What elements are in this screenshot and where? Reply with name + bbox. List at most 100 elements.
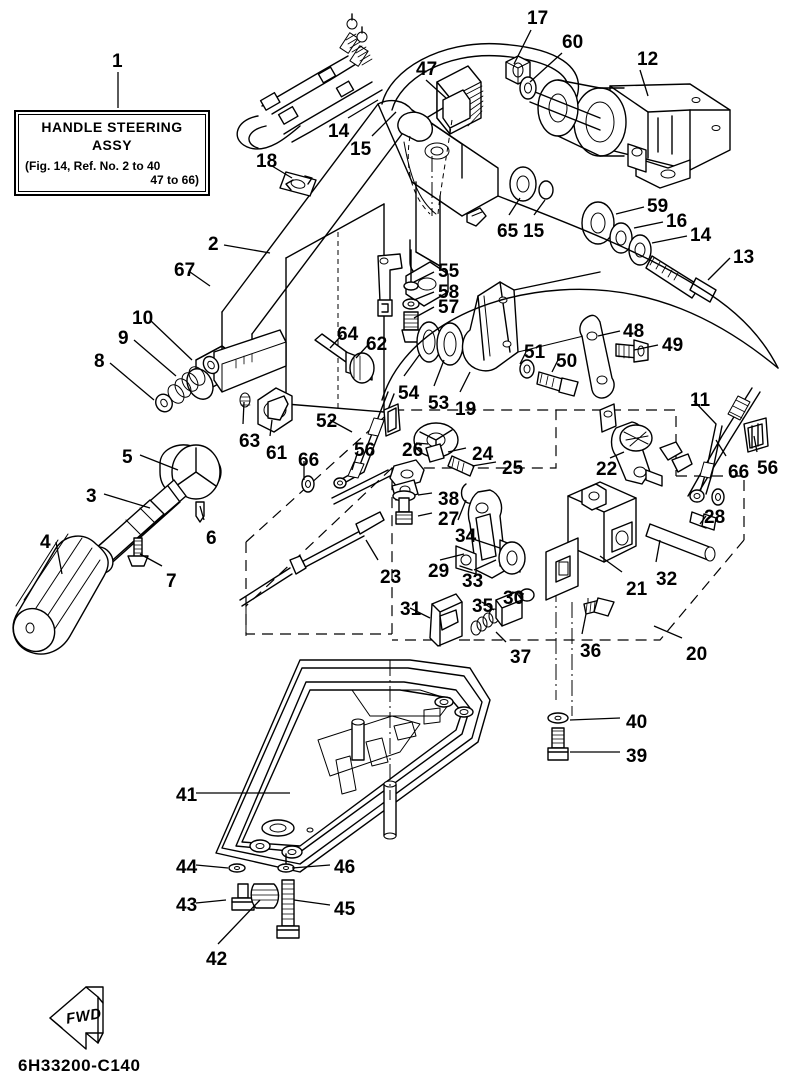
leader-line-56b [753,435,758,453]
callout-21: 21 [626,579,648,600]
callout-57: 57 [438,297,460,318]
leader-line-65 [508,197,521,216]
leader-line-10 [149,319,193,361]
leader-line-44 [195,864,229,869]
pin-62-64 [314,333,375,384]
part-18-plate [279,171,317,197]
leader-line-27 [417,512,433,517]
leader-line-63 [242,401,245,425]
bracket-33 [455,489,526,579]
callout-58: 58 [438,282,460,303]
callout-52: 52 [316,411,338,432]
leader-line-46 [291,864,331,869]
callout-66b: 66 [728,462,750,483]
callout-43: 43 [176,895,198,916]
cable-52 [301,391,401,493]
callout-51: 51 [524,342,546,363]
leader-line-35 [481,601,495,611]
leader-line-22 [609,451,625,459]
callout-65: 65 [497,221,519,242]
leader-line-4 [55,541,63,575]
leader-line-57 [413,306,435,319]
callout-38: 38 [438,489,460,510]
title-line-1: HANDLE STEERING [41,118,183,135]
callout-13: 13 [733,247,755,268]
leader-line-24 [447,447,467,453]
leader-line-45 [293,899,331,906]
leader-line-21 [599,555,623,573]
lever-48 [579,314,649,399]
callout-29: 29 [428,561,450,582]
callout-50: 50 [556,351,578,372]
callout-1: 1 [112,51,123,72]
callout-64: 64 [337,324,359,345]
leader-line-32 [655,539,661,563]
callout-34: 34 [455,526,477,547]
leader-line-25 [471,461,497,467]
steering-cables [236,13,383,150]
callout-54: 54 [398,383,420,404]
callout-12: 12 [637,49,659,70]
leader-line-54 [403,353,421,377]
callout-62: 62 [366,334,388,355]
callout-59: 59 [647,196,669,217]
callout-4: 4 [40,532,51,553]
leader-line-17 [513,29,532,65]
leader-line-38 [417,492,433,496]
linkage-cluster [239,422,478,607]
leader-line-20 [653,625,683,639]
callout-47: 47 [416,59,438,80]
callout-2: 2 [208,234,219,255]
leader-line-51 [519,351,527,365]
callout-60: 60 [562,32,584,53]
leader-line-49 [633,344,659,351]
callout-33: 33 [462,571,484,592]
handle-main-body [186,99,499,433]
callout-17: 17 [527,8,549,29]
callout-15: 15 [350,139,372,160]
hardware-42-46 [228,853,300,939]
leader-line-19 [459,371,471,393]
callout-53: 53 [428,393,450,414]
callout-55: 55 [438,261,460,282]
callout-14b: 14 [690,225,712,246]
callout-24: 24 [472,444,494,465]
washers-53-54 [416,321,464,366]
callout-9: 9 [118,328,129,349]
hardware-59-16-14-13 [581,201,717,303]
leader-line-30 [511,591,525,595]
leader-line-2 [223,244,271,254]
callout-66: 66 [298,450,320,471]
leader-line-47 [425,79,447,99]
callout-41: 41 [176,785,198,806]
callout-63: 63 [239,431,261,452]
leader-line-56 [351,450,359,471]
callout-leader-lines [55,29,758,945]
callout-44: 44 [176,857,198,878]
leader-line-15 [371,111,397,137]
callout-36: 36 [580,641,602,662]
leader-line-55 [413,271,435,283]
leader-line-7 [139,553,163,567]
leader-line-11 [693,400,717,425]
callout-18: 18 [256,151,278,172]
leader-line-61 [269,419,273,437]
leader-line-13 [707,257,731,281]
leader-line-12 [639,69,649,97]
title-line-3: (Fig. 14, Ref. No. 2 to 40 [25,158,161,173]
tray-41 [215,659,491,873]
leader-line-36 [581,613,587,635]
hardware-17-60 [505,55,537,100]
title-line-4: 47 to 66) [150,172,199,187]
hardware-65-15 [466,166,554,227]
callout-5: 5 [122,447,133,468]
hardware-50-51 [519,359,579,397]
leader-line-23 [365,539,379,561]
fwd-arrow-icon [49,986,104,1050]
leader-line-9 [133,339,177,377]
callout-16: 16 [666,211,688,232]
hardware-30-37 [429,588,615,761]
leader-line-50 [551,359,559,373]
callout-26: 26 [402,440,424,461]
